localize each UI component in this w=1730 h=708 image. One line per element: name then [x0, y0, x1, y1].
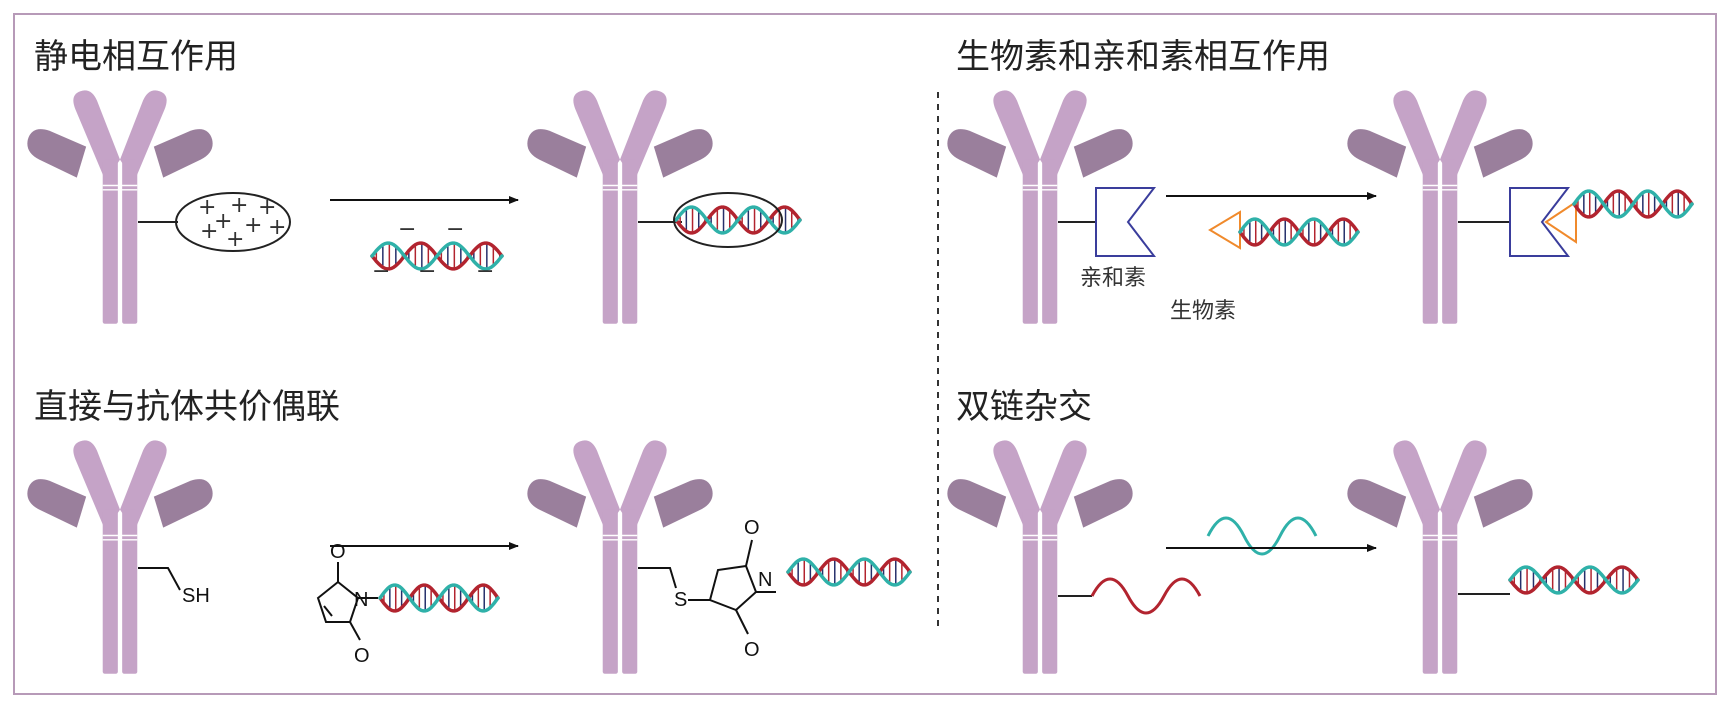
plus-charge: +: [198, 195, 216, 220]
panel-title-electrostatic: 静电相互作用: [34, 37, 238, 77]
minus-charge: −: [372, 259, 390, 284]
avidin-label: 亲和素: [1080, 266, 1146, 291]
plus-charge: +: [226, 227, 244, 252]
plus-charge: +: [200, 219, 218, 244]
avidin-icon: [1095, 187, 1157, 257]
minus-charges: − − − − −: [372, 217, 494, 284]
panel-title-hybridization: 双链杂交: [956, 387, 1092, 427]
antibody-icon: [526, 439, 714, 675]
antibody-icon: [1346, 439, 1534, 675]
plus-charge: +: [230, 193, 248, 218]
thioether-linker: [638, 567, 677, 589]
biotin-label: 生物素: [1170, 299, 1236, 324]
plus-charge: +: [258, 195, 276, 220]
minus-charge: −: [418, 259, 436, 284]
oxygen-label: O: [744, 639, 760, 661]
antibody-icon: [1346, 89, 1534, 325]
antibody-icon: [526, 89, 714, 325]
minus-charge: −: [398, 217, 416, 242]
thiol-label: SH: [182, 585, 210, 607]
biotin-icon: [1208, 210, 1241, 250]
biotin-icon: [1544, 200, 1577, 244]
double-helix-icon: [1508, 565, 1640, 595]
double-helix-icon: [786, 557, 912, 587]
plus-charge: +: [214, 209, 232, 234]
plus-charges: + + + + + + + +: [198, 193, 286, 252]
plus-charge: +: [244, 213, 262, 238]
antibody-icon: [946, 439, 1134, 675]
nitrogen-label: N: [354, 589, 368, 611]
sulfur-label: S: [674, 589, 687, 611]
oxygen-label: O: [354, 645, 370, 667]
double-helix-icon: [1572, 189, 1694, 219]
oxygen-label: O: [744, 517, 760, 539]
thiol-linker: [138, 567, 181, 591]
plus-charge: +: [268, 215, 286, 240]
oxygen-label: O: [330, 541, 346, 563]
maleimide-structure: [316, 562, 378, 641]
succinimide-structure: [688, 539, 776, 635]
cationic-ellipse: [175, 192, 291, 252]
antibody-icon: [26, 439, 214, 675]
panel-title-covalent: 直接与抗体共价偶联: [34, 387, 340, 427]
single-strand-red: [1090, 577, 1202, 615]
nitrogen-label: N: [758, 569, 772, 591]
minus-charge: −: [446, 217, 464, 242]
double-helix-icon: [370, 241, 504, 271]
minus-charge: −: [476, 259, 494, 284]
double-helix-icon: [378, 583, 500, 613]
panel-title-biotin-avidin: 生物素和亲和素相互作用: [956, 37, 1330, 77]
double-helix-icon: [1238, 217, 1360, 247]
complex-ellipse: [673, 192, 783, 248]
avidin-icon: [1509, 187, 1571, 257]
single-strand-teal: [1206, 516, 1318, 556]
figure-border: [13, 13, 1717, 695]
double-helix-icon: [674, 205, 802, 235]
